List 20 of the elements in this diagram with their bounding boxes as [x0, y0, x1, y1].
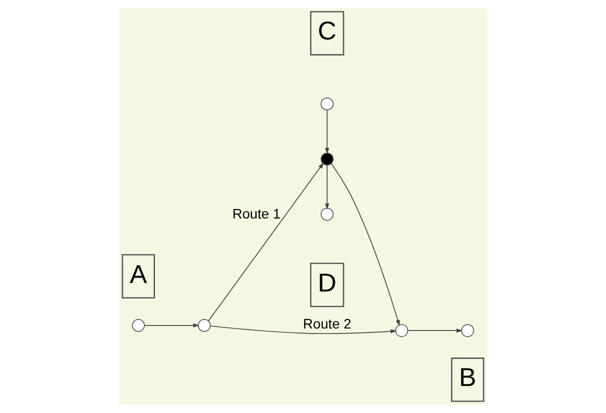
node-circle: [320, 97, 334, 110]
node-circle: [198, 318, 211, 332]
node-circle: [132, 318, 145, 332]
arrow: [325, 110, 330, 154]
edge-label: Route 1: [232, 206, 281, 222]
node-box: C: [310, 11, 344, 56]
node-circle: [320, 152, 334, 166]
arrow: [144, 323, 200, 328]
arrow: [407, 328, 463, 333]
node-circle: [320, 208, 334, 221]
node-box: D: [310, 262, 344, 308]
arrow: [208, 162, 324, 322]
node-circle: [395, 324, 408, 338]
arrow: [210, 326, 397, 334]
node-box: A: [122, 254, 155, 298]
node-circle: [461, 324, 474, 338]
arrow: [325, 164, 330, 210]
edge-label: Route 2: [303, 316, 352, 332]
node-box: B: [451, 358, 484, 402]
arrow: [330, 163, 400, 326]
